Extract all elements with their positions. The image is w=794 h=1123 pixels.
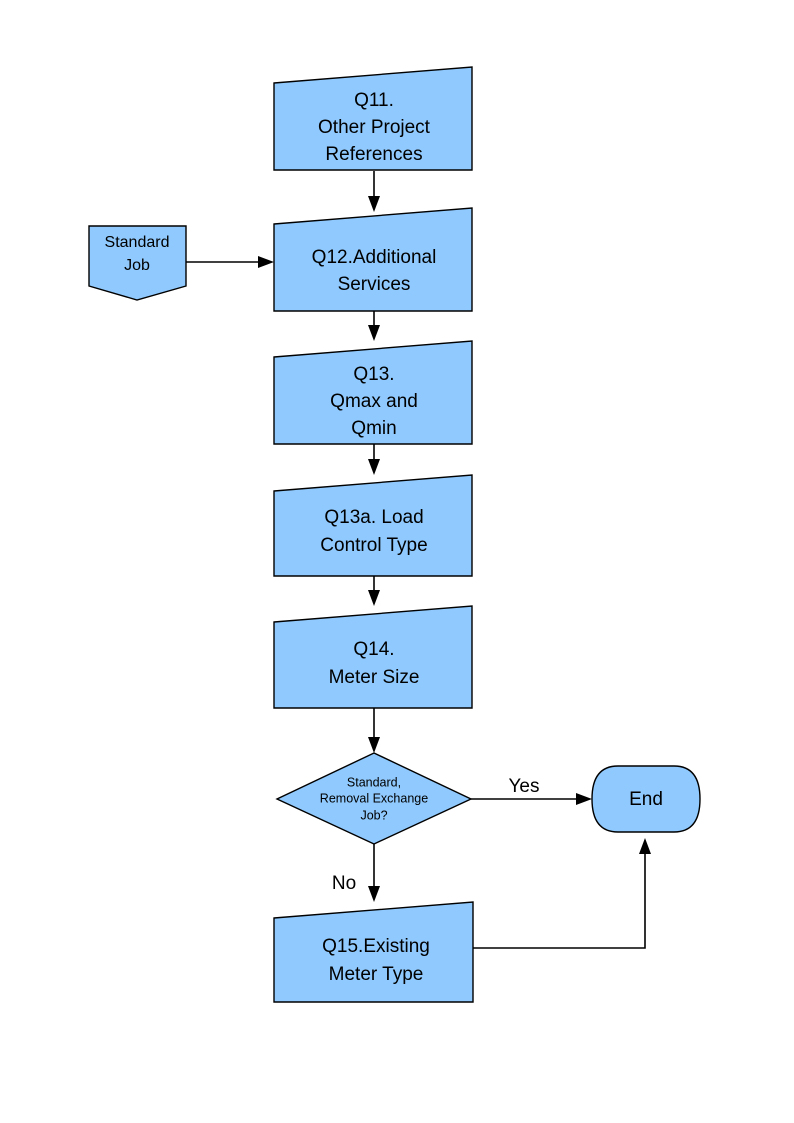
node-q12-shape xyxy=(273,207,473,312)
edge-q11-to-q12 xyxy=(368,171,380,212)
node-q13-shape xyxy=(273,340,473,445)
node-q13a-line-2: Control Type xyxy=(320,535,427,556)
node-q13a-shape xyxy=(273,474,473,577)
arrow-head-icon xyxy=(258,256,274,268)
node-q13-line-3: Qmin xyxy=(351,418,396,439)
node-decision-line-1: Standard, xyxy=(347,775,401,789)
node-q15-shape xyxy=(273,901,474,1003)
node-q15-line-2: Meter Type xyxy=(329,964,424,985)
node-decision-line-3: Job? xyxy=(360,808,387,822)
node-q12[interactable]: Q12.Additional Services xyxy=(273,207,473,312)
node-q14-shape xyxy=(273,605,473,709)
edge-decision-to-end-yes xyxy=(471,793,592,805)
arrow-head-icon xyxy=(368,196,380,212)
node-q15[interactable]: Q15.Existing Meter Type xyxy=(273,901,474,1003)
node-q13a-line-1: Q13a. Load xyxy=(324,507,423,528)
node-q11-line-2: Other Project xyxy=(318,117,431,138)
arrow-head-icon xyxy=(576,793,592,805)
node-q12-line-1: Q12.Additional xyxy=(312,247,437,268)
node-q14-line-1: Q14. xyxy=(353,639,394,660)
node-q13-line-2: Qmax and xyxy=(330,391,418,412)
edge-q13-to-q13a xyxy=(368,444,380,475)
node-q14[interactable]: Q14. Meter Size xyxy=(273,605,473,709)
node-q11-shape xyxy=(273,66,473,171)
node-standard-job-line-2: Job xyxy=(124,257,150,274)
edge-decision-to-q15-no xyxy=(368,843,380,902)
arrow-head-icon xyxy=(368,737,380,753)
node-q15-line-1: Q15.Existing xyxy=(322,936,430,957)
arrow-head-icon xyxy=(368,886,380,902)
node-decision-line-2: Removal Exchange xyxy=(320,791,428,805)
node-q11-line-1: Q11. xyxy=(354,90,394,111)
node-q13a[interactable]: Q13a. Load Control Type xyxy=(273,474,473,577)
node-q14-line-2: Meter Size xyxy=(329,667,420,688)
arrow-head-icon xyxy=(368,459,380,475)
edge-label-yes: Yes xyxy=(509,776,540,797)
node-decision[interactable]: Standard, Removal Exchange Job? xyxy=(275,752,473,845)
node-end-label: End xyxy=(629,789,663,810)
node-end-shape xyxy=(591,765,701,833)
arrow-head-icon xyxy=(639,838,651,854)
edge-q12-to-q13 xyxy=(368,311,380,341)
node-standard-job-shape xyxy=(88,225,187,301)
node-standard-job[interactable]: Standard Job xyxy=(88,225,187,301)
edge-standard-job-to-q12 xyxy=(186,256,274,268)
node-q13[interactable]: Q13. Qmax and Qmin xyxy=(273,340,473,445)
node-end[interactable]: End xyxy=(591,765,701,833)
edge-q13a-to-q14 xyxy=(368,576,380,606)
node-q11[interactable]: Q11. Other Project References xyxy=(273,66,473,171)
node-decision-shape xyxy=(275,752,473,845)
edge-q14-to-decision xyxy=(368,708,380,753)
node-q12-line-2: Services xyxy=(338,274,411,295)
edge-label-no: No xyxy=(332,873,356,894)
arrow-head-icon xyxy=(368,590,380,606)
node-standard-job-line-1: Standard xyxy=(105,234,170,251)
node-q11-line-3: References xyxy=(325,144,422,165)
edge-q15-to-end xyxy=(473,838,651,949)
node-q13-line-1: Q13. xyxy=(353,364,394,385)
arrow-head-icon xyxy=(368,325,380,341)
